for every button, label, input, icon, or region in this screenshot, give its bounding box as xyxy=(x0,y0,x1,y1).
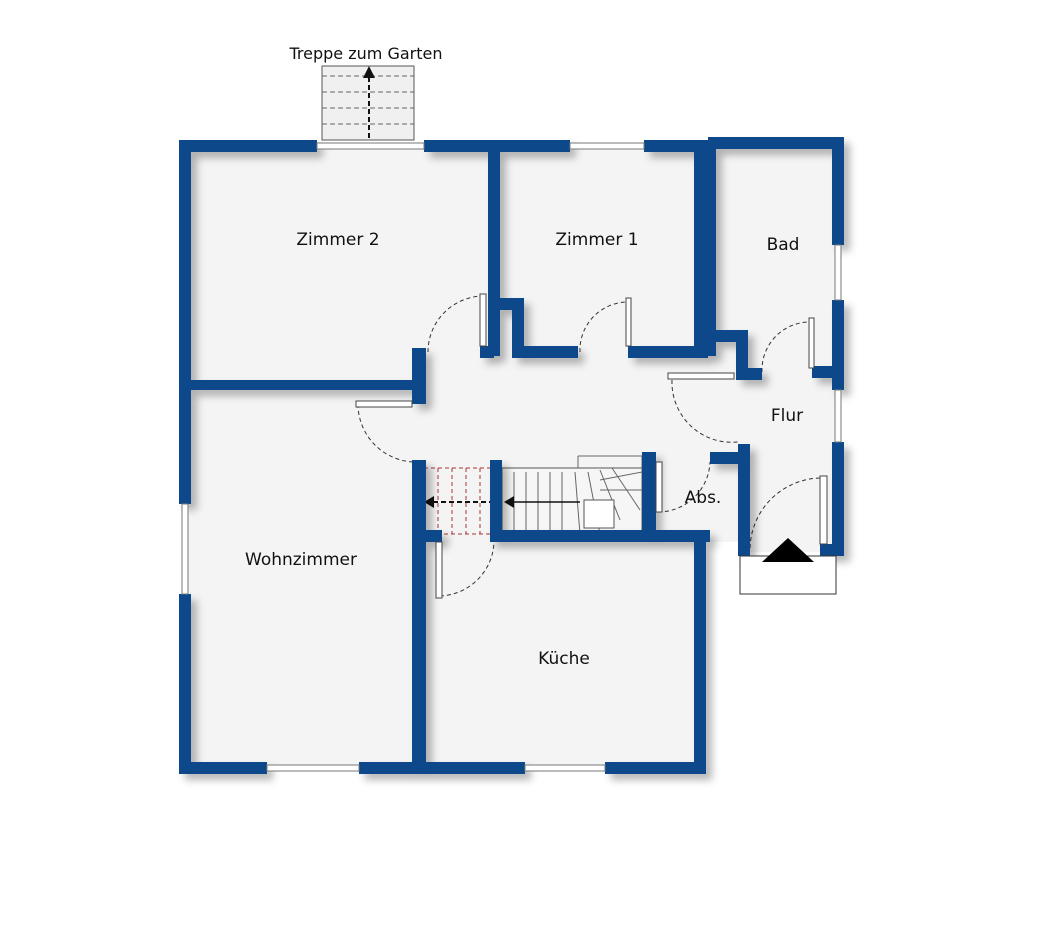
label-zimmer-2: Zimmer 2 xyxy=(296,230,379,250)
door-swings xyxy=(357,295,825,597)
label-zimmer-1: Zimmer 1 xyxy=(555,230,638,250)
entrance-triangle-icon xyxy=(762,538,814,562)
arrow-left-icon xyxy=(424,496,580,508)
label-abs: Abs. xyxy=(685,488,722,508)
label-garden-stairs: Treppe zum Garten xyxy=(289,44,443,63)
windows xyxy=(181,142,842,772)
floor-area xyxy=(185,66,840,770)
garden-stairs xyxy=(321,65,415,141)
walls xyxy=(179,137,844,774)
label-flur: Flur xyxy=(771,406,803,426)
door-leaves xyxy=(355,293,828,599)
label-wohnzimmer: Wohnzimmer xyxy=(245,550,357,570)
entrance-step xyxy=(739,555,837,595)
label-kueche: Küche xyxy=(538,649,590,669)
interior-stairs xyxy=(423,455,643,535)
arrow-up-icon xyxy=(363,66,375,138)
label-bad: Bad xyxy=(767,235,800,255)
